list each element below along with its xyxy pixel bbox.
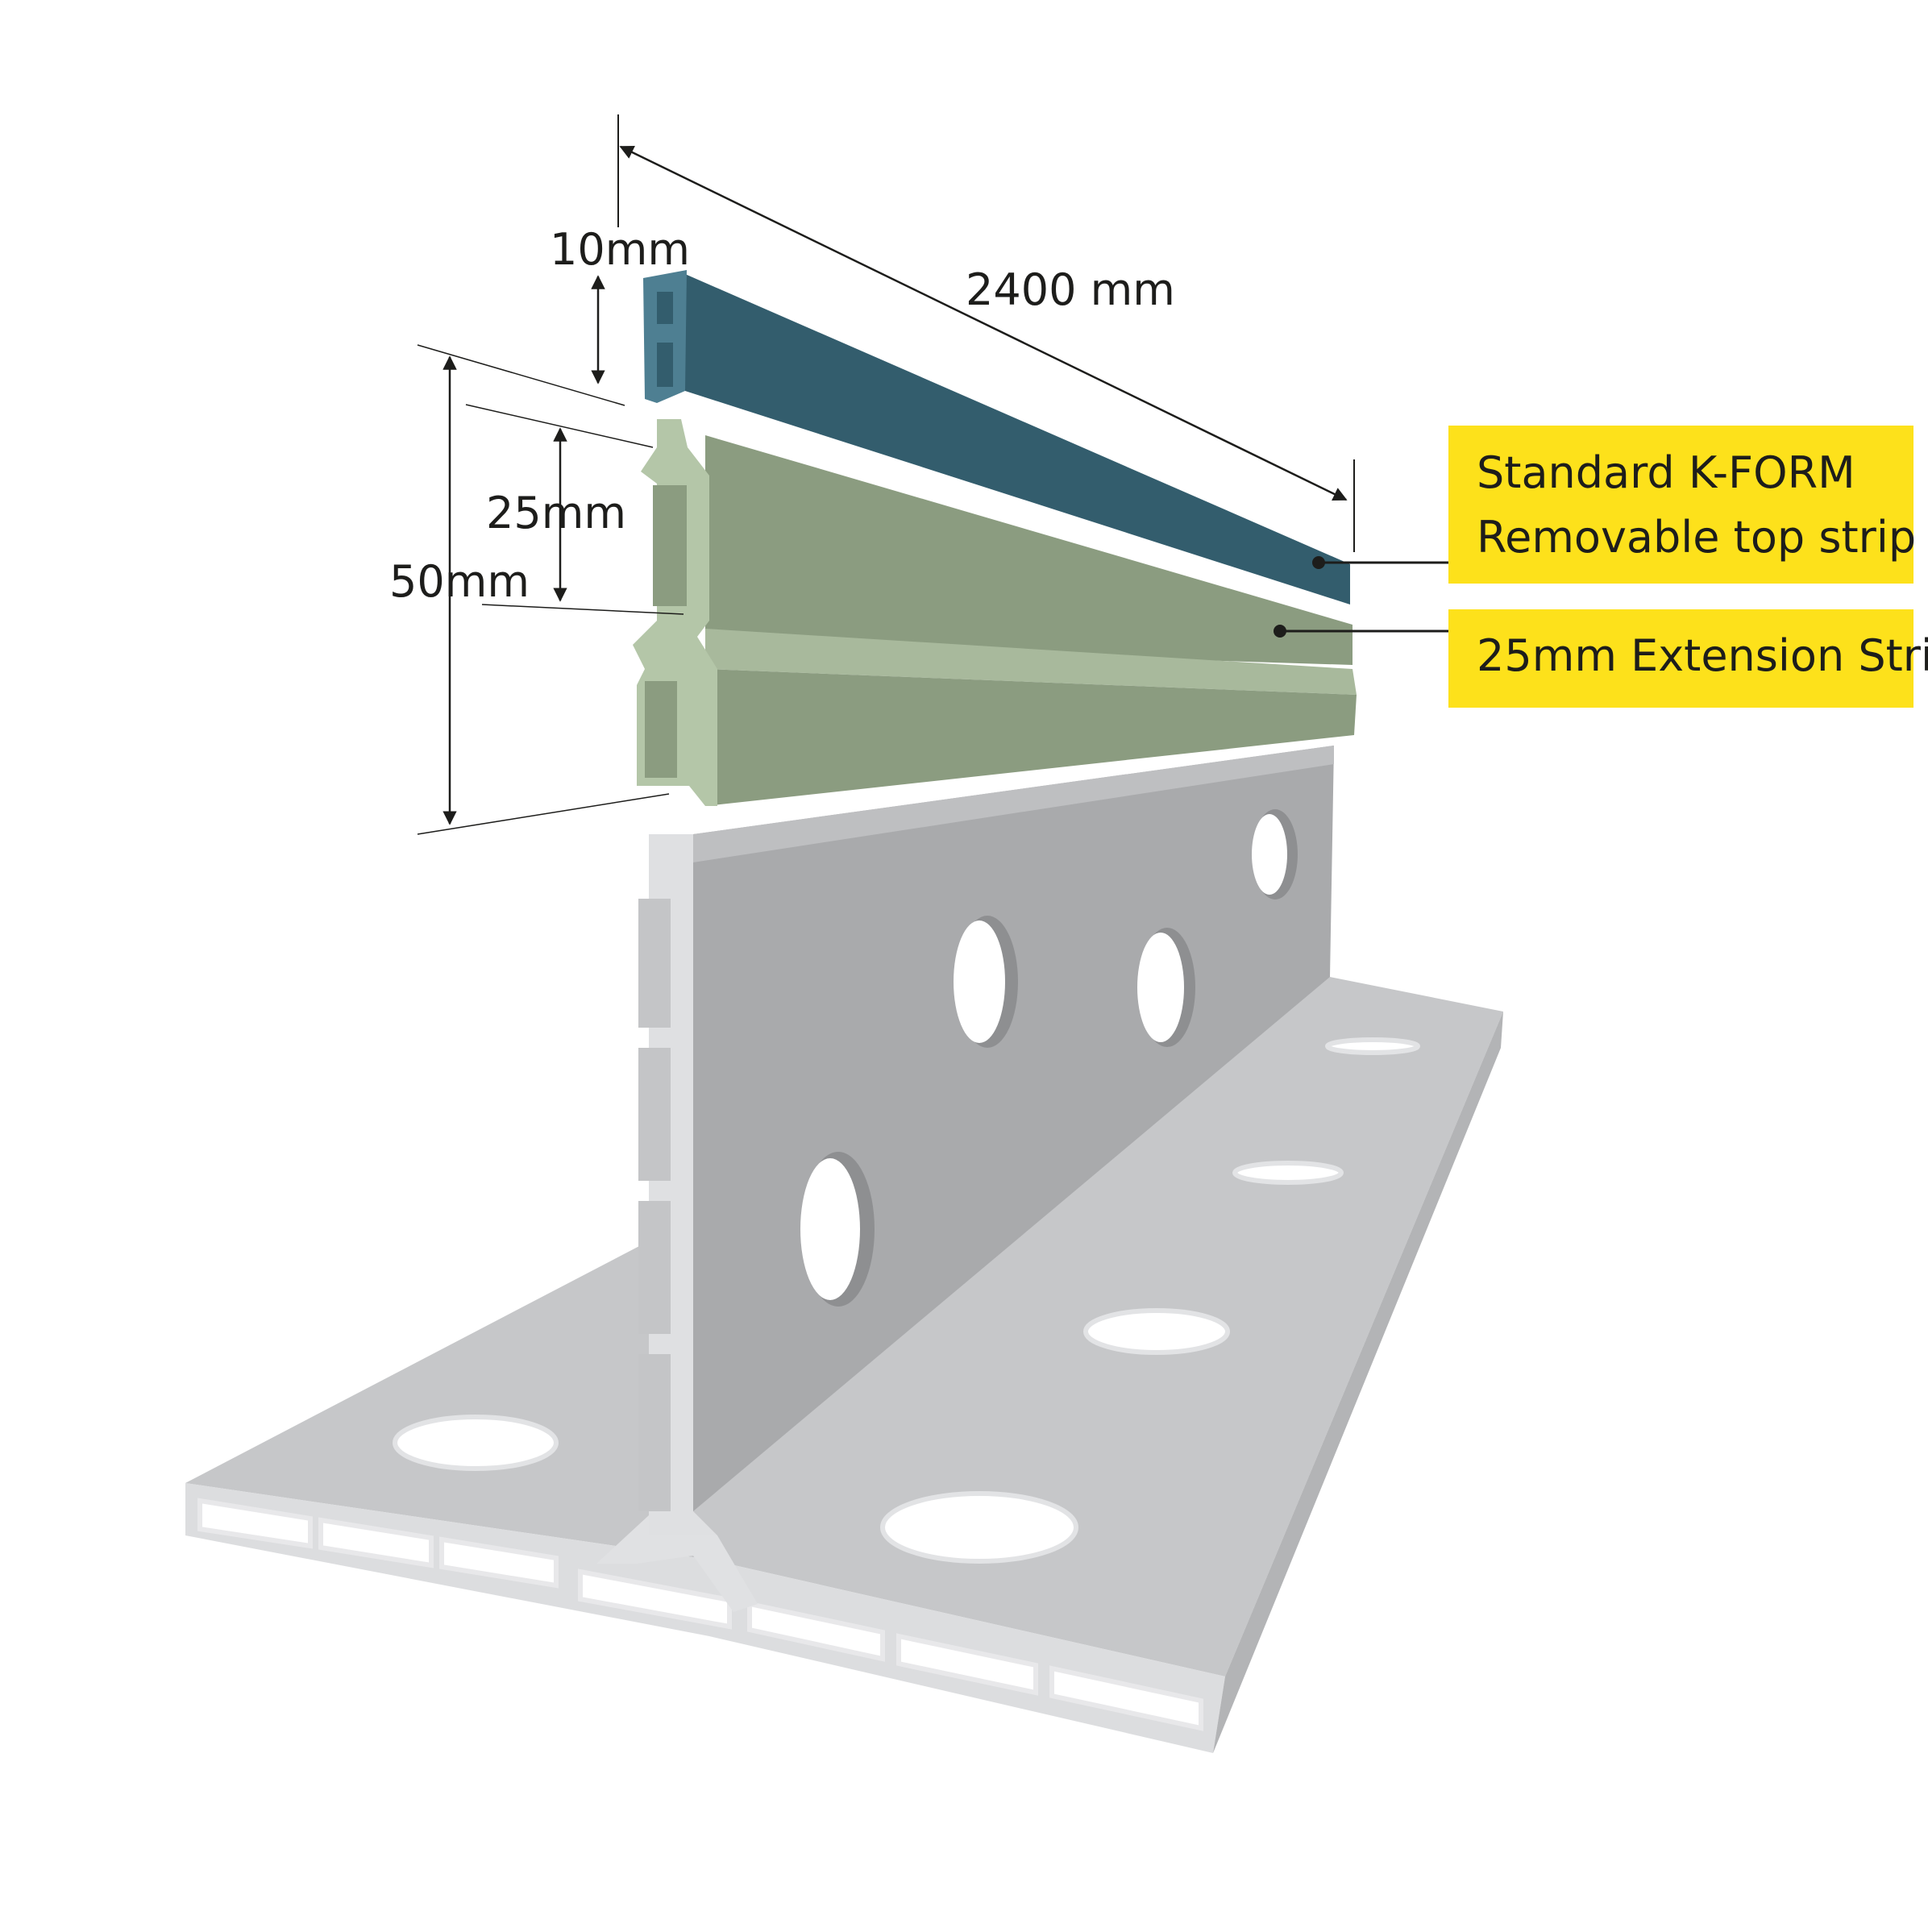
- callout-top-strip-line2: Removable top strip: [1477, 512, 1916, 563]
- base-plate-side-face: [1213, 1012, 1503, 1753]
- top-strip-height-label: 10mm: [550, 224, 690, 275]
- callout-extension: 25mm Extension Strip: [1448, 609, 1928, 708]
- base-web-cells: [638, 899, 671, 1511]
- callout-extension-label: 25mm Extension Strip: [1477, 630, 1928, 681]
- guide-line-2: [465, 404, 654, 448]
- extension-lower-face: [705, 669, 1357, 806]
- callout-top-strip: Standard K-FORM Removable top strip: [1448, 426, 1916, 584]
- base-web-top-rib: [693, 746, 1334, 862]
- dimension-lines: [417, 114, 1355, 835]
- top-strip-leader-dot: [1312, 556, 1325, 569]
- extension-section-cells: [645, 485, 687, 778]
- base-web-flare: [596, 1515, 758, 1612]
- extension-leader-dot: [1274, 625, 1286, 638]
- length-label: 2400 mm: [966, 264, 1175, 315]
- base-form: [185, 746, 1503, 1753]
- extension-height-label: 25mm: [486, 488, 626, 538]
- callout-leaders: [1280, 561, 1448, 633]
- callout-extension-box: [1448, 609, 1913, 708]
- guide-line-1: [417, 344, 625, 406]
- guide-line-3: [481, 604, 684, 615]
- base-plate-holes: [393, 1037, 1420, 1564]
- callout-top-strip-box: [1448, 426, 1913, 584]
- base-height-label: 50mm: [389, 556, 530, 607]
- extension-rib: [705, 629, 1357, 695]
- base-plate-cells: [197, 1498, 1203, 1731]
- callout-top-strip-line1: Standard K-FORM: [1477, 447, 1855, 498]
- length-dimension-arrow: [619, 145, 1348, 501]
- guide-line-4: [417, 793, 670, 835]
- base-web-holes: [800, 809, 1298, 1307]
